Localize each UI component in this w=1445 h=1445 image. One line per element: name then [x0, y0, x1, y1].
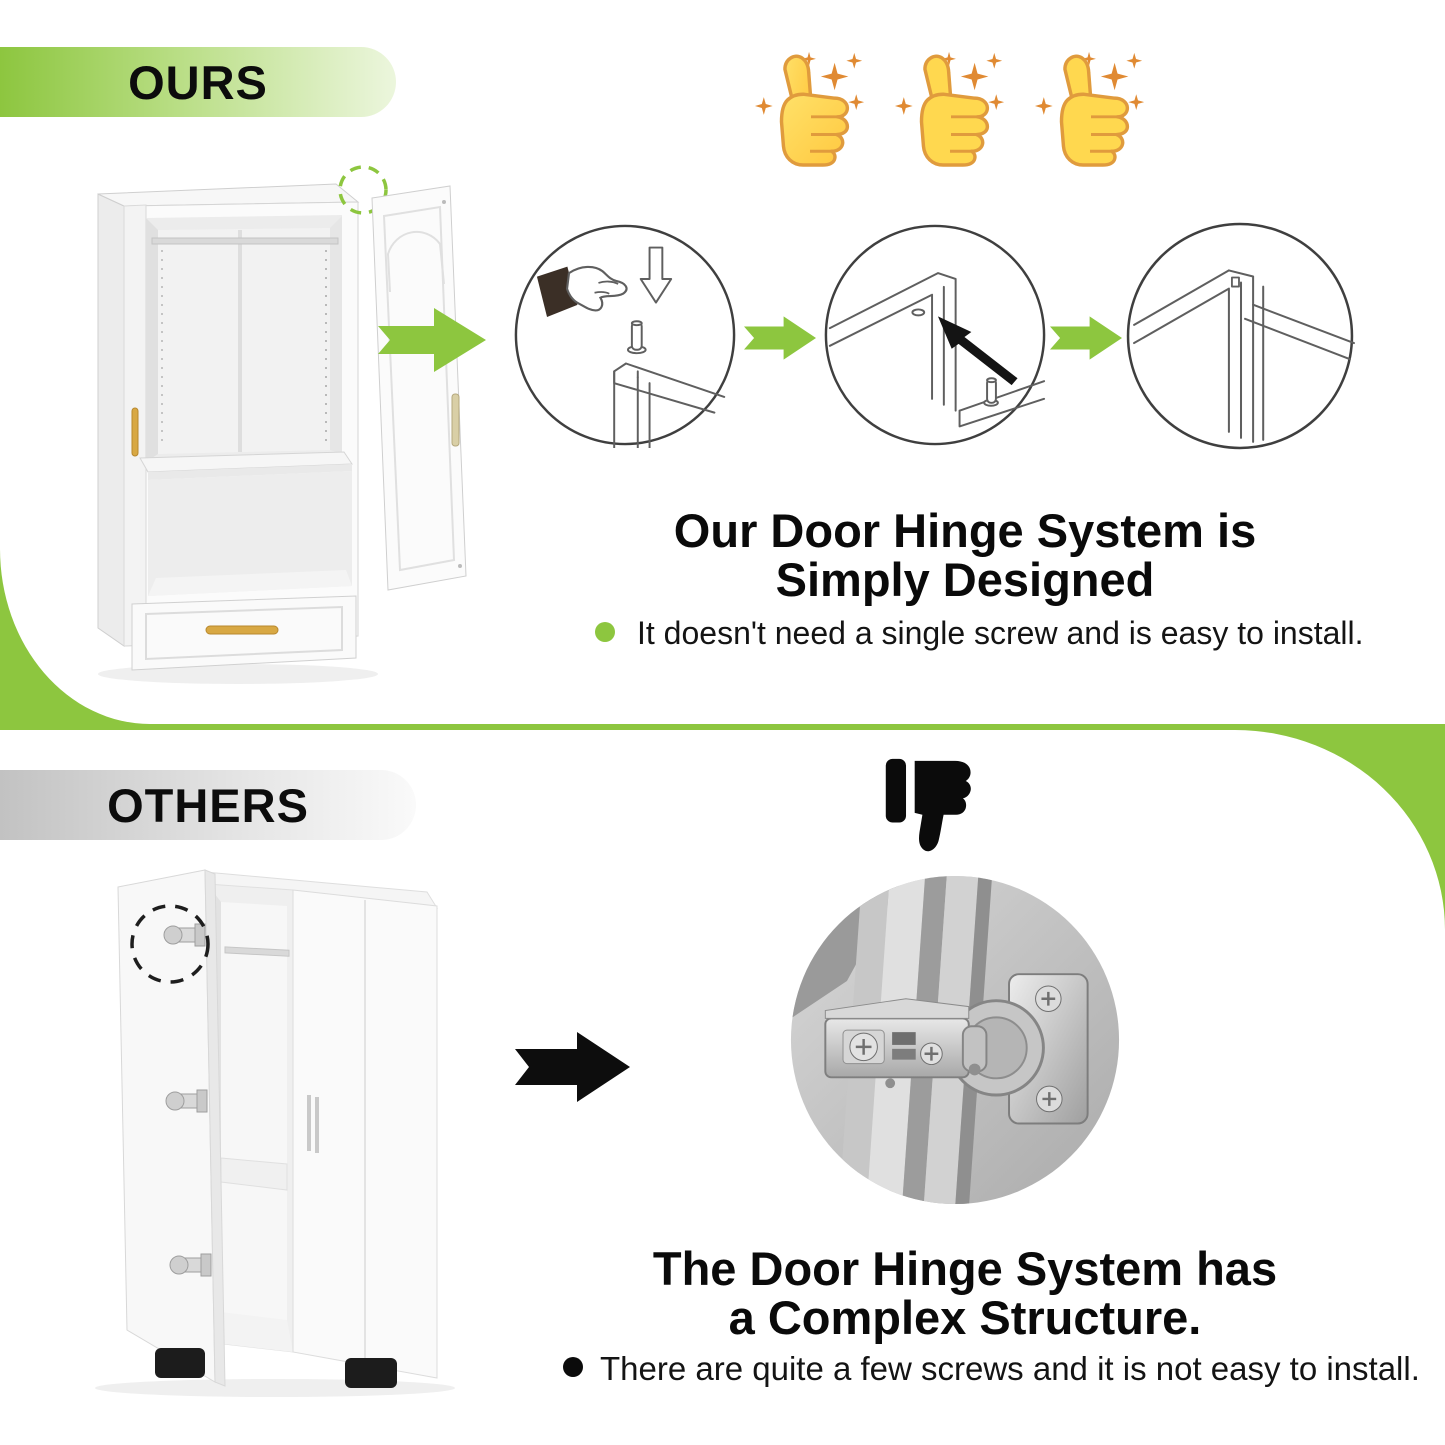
down-arrow-icon	[639, 246, 673, 304]
others-banner-label: OTHERS	[107, 778, 309, 832]
green-bullet-dot	[595, 622, 615, 642]
ours-heading: Our Door Hinge System is Simply Designed	[490, 506, 1440, 605]
ours-wardrobe-image	[97, 165, 486, 684]
step2-align-pin-diagram	[824, 224, 1046, 446]
thumbs-up-icon	[1034, 51, 1145, 167]
black-arrow-right-icon	[515, 1032, 630, 1102]
hanging-rod	[224, 946, 290, 957]
pointing-hand-icon	[536, 265, 628, 317]
ours-section-panel: OURS	[0, 0, 1445, 724]
ours-detached-door	[371, 185, 467, 591]
complex-hinge-photo	[790, 875, 1120, 1205]
others-heading: The Door Hinge System has a Complex Stru…	[490, 1244, 1440, 1343]
others-banner: OTHERS	[0, 770, 416, 840]
others-bullet: There are quite a few screws and it is n…	[563, 1350, 1420, 1388]
step3-assembled-corner-diagram	[1126, 222, 1355, 450]
ours-heading-line2: Simply Designed	[775, 553, 1155, 607]
green-arrow-right-icon	[378, 308, 486, 372]
hanging-rod	[151, 237, 339, 245]
cabinet-foot	[345, 1358, 397, 1388]
hinge-hardware	[163, 923, 212, 1277]
ours-hinge-marker-circle	[338, 165, 388, 215]
cabinet-foot	[155, 1348, 205, 1378]
others-heading-line2: a Complex Structure.	[728, 1291, 1202, 1345]
hinge-pin	[983, 377, 999, 407]
rating-thumbs-up-row	[752, 45, 1150, 169]
others-section-panel: OTHERS	[0, 730, 1445, 1445]
others-heading-line1: The Door Hinge System has	[652, 1242, 1278, 1295]
thumbs-up-icon	[754, 51, 865, 167]
ours-heading-line1: Our Door Hinge System is	[673, 504, 1257, 557]
ours-bullet: It doesn't need a single screw and is ea…	[595, 615, 1364, 652]
step1-press-pin-diagram	[514, 224, 736, 448]
door-handle	[451, 393, 460, 447]
others-bullet-text: There are quite a few screws and it is n…	[600, 1350, 1420, 1387]
black-bullet-dot	[563, 1357, 583, 1377]
pin-hole	[911, 308, 926, 317]
thumbs-down-icon	[885, 758, 971, 852]
screw-icon	[849, 1032, 943, 1066]
black-arrow-to-hole-icon	[937, 316, 1018, 386]
green-arrow-right-icon	[744, 316, 816, 360]
gold-drawer-handle	[205, 625, 279, 635]
green-arrow-right-icon	[1050, 316, 1122, 360]
ours-bullet-text: It doesn't need a single screw and is ea…	[637, 615, 1364, 651]
screw-icon	[1035, 985, 1063, 1113]
ours-banner: OURS	[0, 47, 396, 117]
others-wardrobe-image	[95, 869, 455, 1397]
hinge-pin	[626, 320, 647, 355]
others-open-door	[117, 869, 226, 1387]
ours-banner-label: OURS	[128, 55, 268, 109]
sparkle-icon	[754, 51, 865, 115]
thumbs-up-icon	[894, 51, 1005, 167]
gold-door-handle	[131, 407, 139, 457]
others-hinge-marker-circle	[130, 904, 210, 984]
